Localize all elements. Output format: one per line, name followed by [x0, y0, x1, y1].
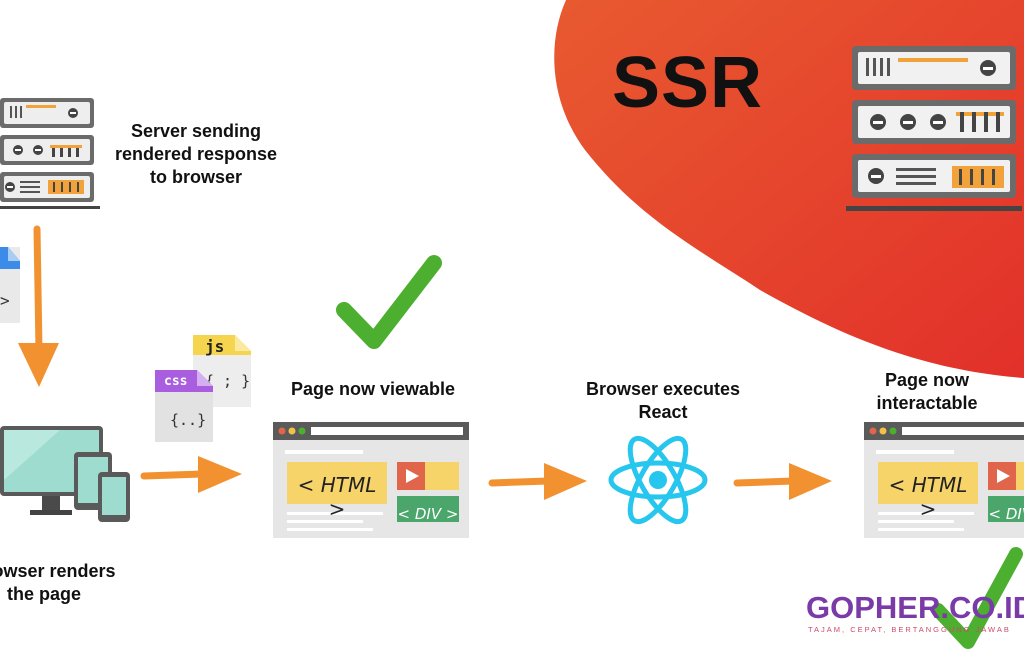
browser-executes-label: Browser executes React — [585, 379, 741, 422]
check-icon — [336, 255, 442, 349]
page-viewable-label: Page now viewable — [290, 379, 456, 399]
css-file-icon — [155, 370, 213, 442]
html-block-label: < HTML > — [297, 473, 377, 521]
js-content: { ; } — [205, 372, 251, 390]
css-content: {..} — [170, 411, 207, 429]
brand-tagline: TAJAM, CEPAT, BERTANGGUNG JAWAB — [808, 625, 1011, 634]
browser-renders-label: Browser renders the page — [0, 561, 116, 604]
div-block-label: < DIV > — [988, 505, 1024, 523]
server-icon — [0, 98, 100, 209]
devices-icon — [0, 426, 130, 522]
browser-window-icon — [864, 422, 1024, 538]
js-badge: js — [205, 337, 225, 356]
server-icon — [846, 46, 1022, 211]
check-icon — [931, 547, 1023, 649]
diagram-title: SSR — [612, 43, 764, 123]
page-interactable-label: Page now interactable — [876, 370, 978, 413]
css-badge: css — [164, 374, 188, 389]
arrow-icon — [18, 225, 59, 387]
react-logo-icon — [608, 435, 708, 525]
div-block-label: < DIV > — [397, 505, 459, 523]
html-block-label: < HTML > — [888, 473, 968, 521]
server-sending-label: Server sending rendered response to brow… — [114, 121, 278, 187]
arrow-icon — [488, 463, 587, 500]
partial-html-content: > — [0, 291, 10, 310]
arrow-icon — [733, 463, 832, 500]
brand-logo-text: GOPHER.CO.ID — [806, 590, 1024, 625]
arrow-icon — [140, 456, 242, 493]
document-icon — [0, 247, 20, 323]
browser-window-icon — [273, 422, 469, 538]
